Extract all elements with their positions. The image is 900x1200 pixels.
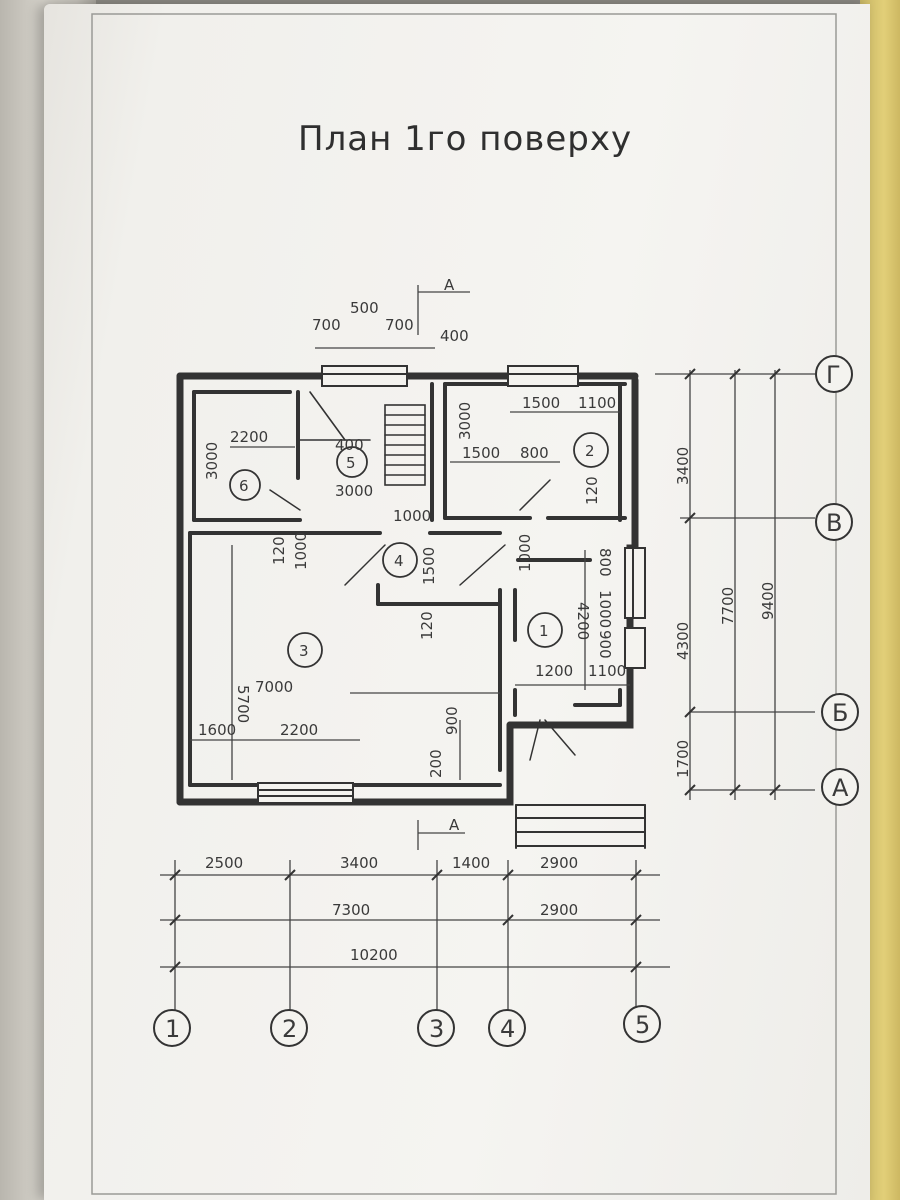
dim-120-b: 120 — [418, 611, 436, 640]
dim-top-500: 500 — [350, 299, 379, 317]
axis-markers-y — [815, 355, 859, 806]
dim-9400: 9400 — [759, 582, 777, 620]
axis-bubble-a — [821, 768, 859, 806]
room-4-label: 4 — [394, 552, 404, 570]
dim-4200: 4200 — [574, 602, 592, 640]
dimension-lines — [160, 285, 815, 1010]
section-marker-top: А — [444, 276, 455, 294]
room-5-label: 5 — [346, 454, 356, 472]
dim-2900-b: 2900 — [540, 901, 578, 919]
axis-bubble-5 — [623, 1005, 661, 1043]
room-1-label: 1 — [539, 622, 549, 640]
axis-label-5: 5 — [635, 1011, 650, 1039]
axis-bubble-4 — [488, 1009, 526, 1047]
dim-1100-r2: 1100 — [578, 394, 616, 412]
room-3-label: 3 — [299, 642, 309, 660]
entrance-steps — [515, 804, 646, 849]
axis-label-2: 2 — [282, 1015, 297, 1043]
dim-1500-r2a: 1500 — [522, 394, 560, 412]
room-markers — [229, 432, 609, 668]
dim-4300: 4300 — [674, 622, 692, 660]
dim-120-a: 120 — [270, 536, 288, 565]
dim-1600: 1600 — [198, 721, 236, 739]
dim-400-stair: 400 — [335, 436, 364, 454]
axis-bubble-1 — [153, 1009, 191, 1047]
dim-3400-right: 3400 — [674, 447, 692, 485]
dim-900: 900 — [443, 706, 461, 735]
dim-1000-c: 1000 — [516, 534, 534, 572]
dim-2200-b: 2200 — [280, 721, 318, 739]
dim-200: 200 — [427, 749, 445, 778]
dim-7700: 7700 — [719, 587, 737, 625]
axis-bubble-g — [815, 355, 853, 393]
dim-3400: 3400 — [340, 854, 378, 872]
dim-3000-r2: 3000 — [456, 402, 474, 440]
axis-label-b: Б — [832, 699, 848, 727]
dim-5700: 5700 — [234, 685, 252, 723]
dim-1100-b: 1100 — [588, 662, 626, 680]
dim-800-r2: 800 — [520, 444, 549, 462]
dim-top-700-b: 700 — [385, 316, 414, 334]
axis-markers-x — [153, 1005, 661, 1047]
dim-1000-d: 1000 — [596, 590, 614, 628]
axis-label-1: 1 — [165, 1015, 180, 1043]
axis-bubble-2 — [270, 1009, 308, 1047]
dim-7000: 7000 — [255, 678, 293, 696]
section-marker-bottom: А — [449, 816, 460, 834]
dim-3000-stair: 3000 — [335, 482, 373, 500]
room-2-label: 2 — [585, 442, 595, 460]
axis-bubble-b — [821, 693, 859, 731]
dim-1400: 1400 — [452, 854, 490, 872]
dim-top-700-a: 700 — [312, 316, 341, 334]
windows — [257, 365, 646, 804]
axis-label-4: 4 — [500, 1015, 515, 1043]
dimension-ticks — [169, 368, 781, 973]
sheet-frame — [91, 13, 837, 1195]
dim-800-b: 800 — [596, 548, 614, 577]
dim-10200: 10200 — [350, 946, 398, 964]
axis-bubble-v — [815, 503, 853, 541]
dim-900-b: 900 — [596, 630, 614, 659]
dim-1500-c: 1500 — [420, 547, 438, 585]
axis-label-g: Г — [826, 361, 841, 389]
dim-2900-a: 2900 — [540, 854, 578, 872]
dim-2200-r6: 2200 — [230, 428, 268, 446]
dim-1700: 1700 — [674, 740, 692, 778]
dim-1000-b: 1000 — [292, 532, 310, 570]
dim-1200: 1200 — [535, 662, 573, 680]
dim-120-r2: 120 — [583, 476, 601, 505]
dim-1000-a: 1000 — [393, 507, 431, 525]
door-swings — [269, 479, 576, 761]
axis-label-v: В — [826, 509, 842, 537]
plan-title: План 1го поверху — [298, 119, 632, 159]
axis-bubble-3 — [417, 1009, 455, 1047]
dim-2500: 2500 — [205, 854, 243, 872]
dim-1500-r2b: 1500 — [462, 444, 500, 462]
dim-7300: 7300 — [332, 901, 370, 919]
dim-top-400: 400 — [440, 327, 469, 345]
axis-label-3: 3 — [429, 1015, 444, 1043]
staircase — [299, 391, 426, 486]
dim-3000-r6: 3000 — [203, 442, 221, 480]
axis-label-a: А — [832, 774, 849, 802]
room-6-label: 6 — [239, 477, 249, 495]
